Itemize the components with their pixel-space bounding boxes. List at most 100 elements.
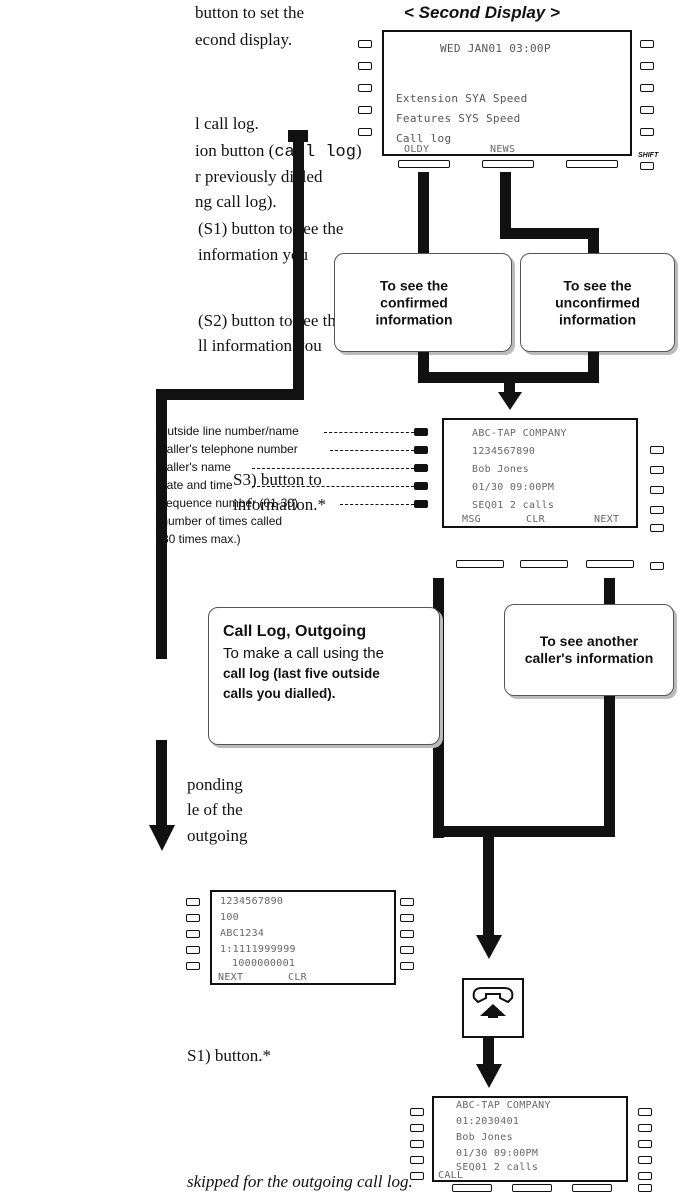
line-key[interactable] (640, 40, 654, 48)
text-line: (S1) button to see the (198, 219, 344, 238)
shift-button[interactable] (638, 1184, 652, 1192)
line-key[interactable] (650, 486, 664, 494)
line-key[interactable] (638, 1172, 652, 1180)
lcd-line: Bob Jones (456, 1132, 513, 1143)
line-key[interactable] (400, 962, 414, 970)
flow-bar (483, 826, 615, 837)
line-key[interactable] (414, 428, 428, 436)
line-key[interactable] (638, 1108, 652, 1116)
line-key[interactable] (650, 446, 664, 454)
softkey-s1[interactable] (456, 560, 504, 568)
line-key[interactable] (358, 62, 372, 70)
line-key[interactable] (400, 946, 414, 954)
outgoing-box-line: call log (last five outside (223, 666, 380, 681)
line-key[interactable] (414, 500, 428, 508)
line-key[interactable] (410, 1172, 424, 1180)
softkey-s2[interactable] (512, 1184, 552, 1192)
line-key[interactable] (410, 1140, 424, 1148)
callout-text: To see the unconfirmed information (555, 277, 640, 327)
text-line: information you (198, 245, 309, 264)
leader-line (340, 504, 414, 505)
line-key[interactable] (650, 524, 664, 532)
flow-bar (418, 172, 429, 258)
lcd-line: 1234567890 (220, 896, 284, 907)
line-key[interactable] (186, 914, 200, 922)
line-key[interactable] (638, 1140, 652, 1148)
line-key[interactable] (640, 84, 654, 92)
line-key[interactable] (414, 464, 428, 472)
line-key[interactable] (638, 1156, 652, 1164)
shift-button[interactable] (640, 162, 654, 170)
shift-button[interactable] (650, 562, 664, 570)
softkey-s3[interactable] (566, 160, 618, 168)
line-key[interactable] (358, 106, 372, 114)
line-key[interactable] (358, 40, 372, 48)
line-key[interactable] (414, 482, 428, 490)
leader-line (324, 432, 414, 433)
flow-bar (483, 826, 494, 936)
info-label: Outside line number/name (158, 424, 299, 438)
softkey-s1[interactable] (398, 160, 450, 168)
line-key[interactable] (410, 1124, 424, 1132)
lcd-line: 1000000001 (232, 958, 296, 969)
flow-bar (483, 1038, 494, 1066)
line-key[interactable] (640, 62, 654, 70)
lcd-line: ABC-TAP COMPANY (456, 1100, 551, 1111)
leader-line (252, 468, 414, 469)
softkey-s2[interactable] (520, 560, 568, 568)
text-line: ponding (187, 775, 243, 794)
line-key[interactable] (640, 106, 654, 114)
callout-another: To see another caller's information (504, 604, 674, 696)
line-key[interactable] (186, 930, 200, 938)
line-key[interactable] (414, 446, 428, 454)
outgoing-box-line: calls you dialled). (223, 686, 336, 701)
text-line: button to set the (195, 3, 305, 22)
handset-offhook-icon[interactable] (462, 978, 524, 1038)
line-key[interactable] (410, 1156, 424, 1164)
line-key[interactable] (650, 466, 664, 474)
text-line: le of the (187, 800, 243, 819)
lcd-line: Features SYS Speed (396, 112, 521, 125)
lcd-line: Call log (396, 132, 452, 145)
flow-bar (433, 826, 493, 837)
softkey-s1[interactable] (452, 1184, 492, 1192)
line-key[interactable] (186, 962, 200, 970)
arrow-down-icon (498, 392, 522, 410)
lcd-line: 01/30 09:00PM (456, 1148, 539, 1159)
callout-confirmed: To see the confirmed information (334, 253, 512, 352)
flow-bar (588, 228, 599, 256)
callout-text: To see the confirmed information (375, 277, 453, 327)
text-line: outgoing (187, 826, 248, 845)
softkey-s3[interactable] (572, 1184, 612, 1192)
line-key[interactable] (400, 930, 414, 938)
line-key[interactable] (358, 84, 372, 92)
softkey-label: NEXT (594, 514, 620, 525)
info-label: Caller's name (158, 460, 231, 474)
text-line: S1) button.* (187, 1046, 272, 1065)
lcd-line: WED JAN01 03:00P (440, 42, 551, 55)
softkey-s2[interactable] (482, 160, 534, 168)
line-key[interactable] (410, 1108, 424, 1116)
info-label: Caller's telephone number (158, 442, 298, 456)
lcd-screen: ABC-TAP COMPANY 01:2030401 Bob Jones 01/… (432, 1096, 628, 1182)
softkey-label: CLR (288, 972, 307, 983)
text-line: information.* (233, 495, 327, 514)
line-key[interactable] (358, 128, 372, 136)
line-key[interactable] (400, 914, 414, 922)
line-key[interactable] (638, 1124, 652, 1132)
lcd-line: 01:2030401 (456, 1116, 520, 1127)
text-line: econd display. (195, 30, 293, 49)
line-key[interactable] (186, 946, 200, 954)
softkey-s3[interactable] (586, 560, 634, 568)
text-line: ion button (call log) (195, 141, 362, 163)
line-key[interactable] (400, 898, 414, 906)
softkey-label: NEXT (218, 972, 244, 983)
softkey-label: NEWS (490, 144, 516, 155)
line-key[interactable] (186, 898, 200, 906)
line-key[interactable] (640, 128, 654, 136)
outgoing-box-title: Call Log, Outgoing (223, 623, 367, 640)
shift-label: SHIFT (638, 152, 659, 159)
line-key[interactable] (650, 506, 664, 514)
flow-bar (504, 372, 515, 394)
